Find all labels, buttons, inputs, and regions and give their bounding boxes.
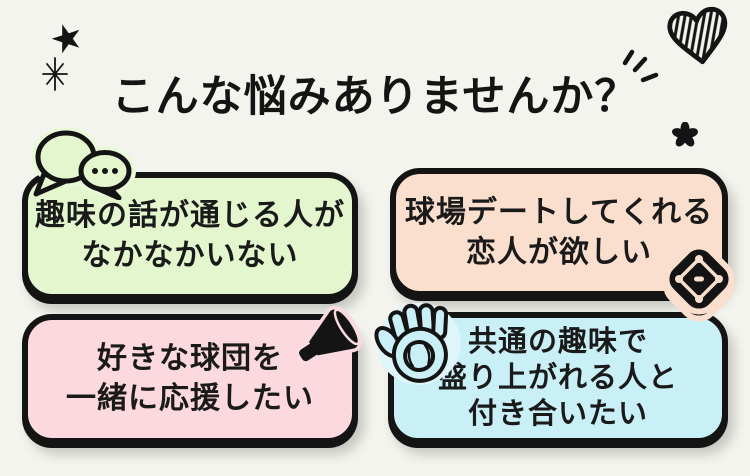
baseball-field-icon <box>663 243 735 322</box>
card-text-line: 付き合いたい <box>467 398 648 431</box>
card-text-line: なかなかいない <box>81 239 299 272</box>
striped-heart-icon <box>667 6 728 65</box>
page-title: こんな悩みありませんか？ <box>111 73 639 121</box>
card-text-line: 共通の趣味で <box>467 325 648 358</box>
card-text-line: 一緒に応援したい <box>66 382 314 415</box>
card-text-line: 恋人が欲しい <box>466 235 652 269</box>
card-text-line: 球場デートしてくれる <box>404 195 714 229</box>
card-cheer-together: 好きな球団を 一緒に応援したい <box>22 314 358 444</box>
emphasis-lines-icon <box>622 49 659 83</box>
megaphone-icon <box>295 306 362 365</box>
card-text-line: 趣味の話が通じる人が <box>35 199 345 233</box>
baseball-glove-icon <box>374 302 461 385</box>
card-text-line: 好きな球団を <box>97 342 283 376</box>
card-hobby-talk: 趣味の話が通じる人が なかなかいない <box>22 172 358 300</box>
speech-bubbles-icon <box>31 127 136 200</box>
card-text-line: 盛り上がれる人と <box>437 361 678 394</box>
flower-icon <box>672 122 698 147</box>
sparkle-icon <box>42 57 68 91</box>
